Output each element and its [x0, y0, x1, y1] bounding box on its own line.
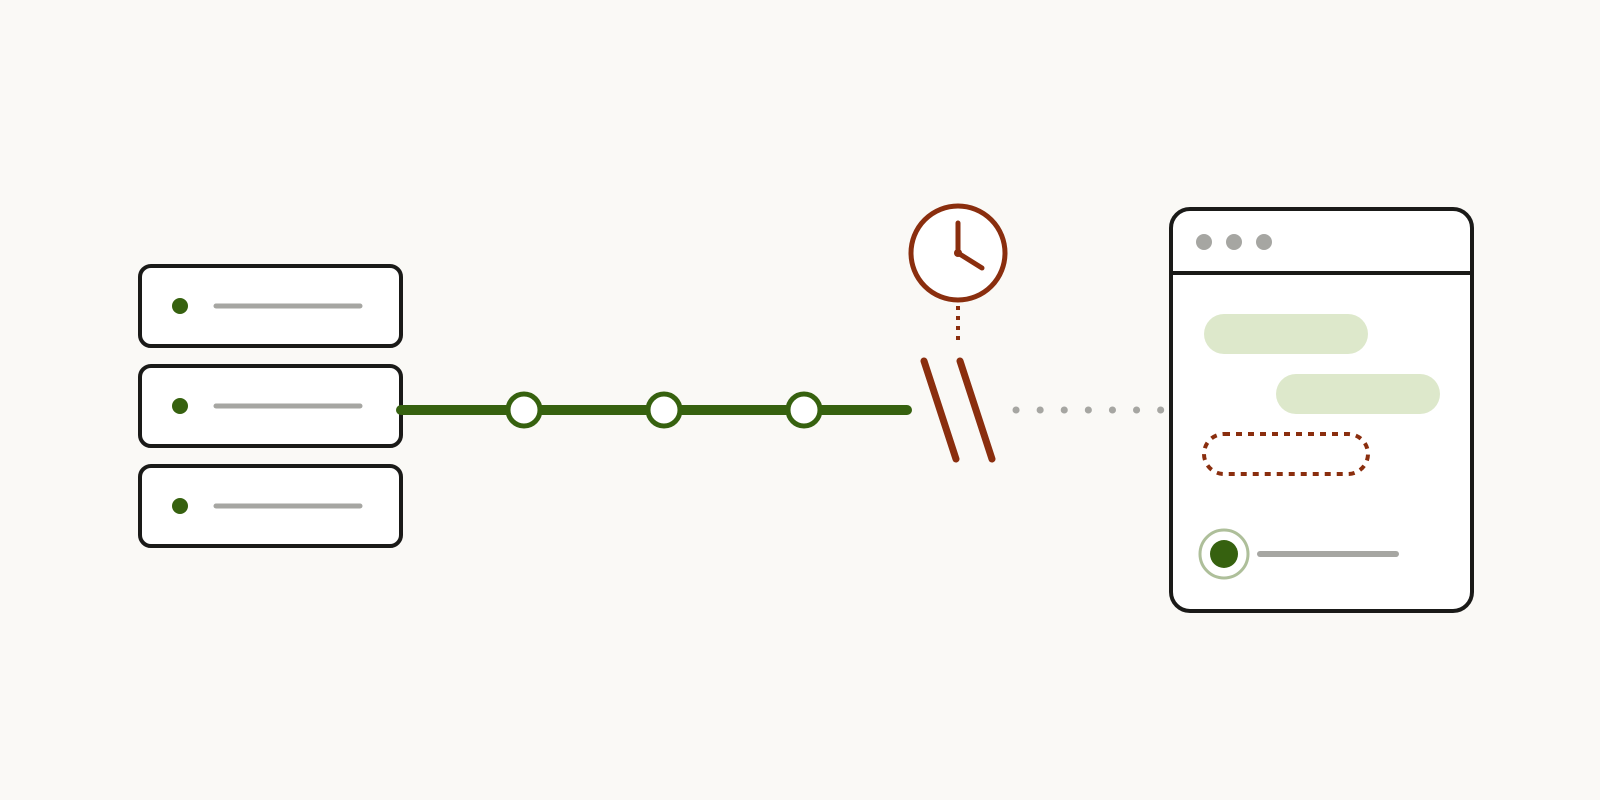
- server-unit: [138, 464, 403, 548]
- status-halo: [1198, 528, 1250, 580]
- clock-minute-hand: [955, 250, 985, 271]
- connection-line: [396, 391, 912, 429]
- server-unit: [138, 264, 403, 348]
- checkpoint-node: [785, 391, 823, 429]
- server-unit: [138, 364, 403, 448]
- checkpoint-node: [505, 391, 543, 429]
- server-status-dot: [172, 298, 188, 314]
- window-control-dot: [1226, 234, 1242, 250]
- browser-window-icon: [1169, 207, 1474, 613]
- server-status-dot: [172, 398, 188, 414]
- clock-icon: [908, 203, 1008, 303]
- window-control-dot: [1196, 234, 1212, 250]
- checkpoint-node: [645, 391, 683, 429]
- window-control-dot: [1256, 234, 1272, 250]
- server-stack-icon: [138, 264, 403, 548]
- connection-break-icon: [920, 357, 996, 463]
- server-status-dot: [172, 498, 188, 514]
- message-bubble: [1276, 374, 1440, 414]
- status-dot-icon: [1210, 540, 1238, 568]
- clock-center: [954, 249, 962, 257]
- pending-message-bubble: [1202, 432, 1370, 476]
- message-bubble: [1204, 314, 1368, 354]
